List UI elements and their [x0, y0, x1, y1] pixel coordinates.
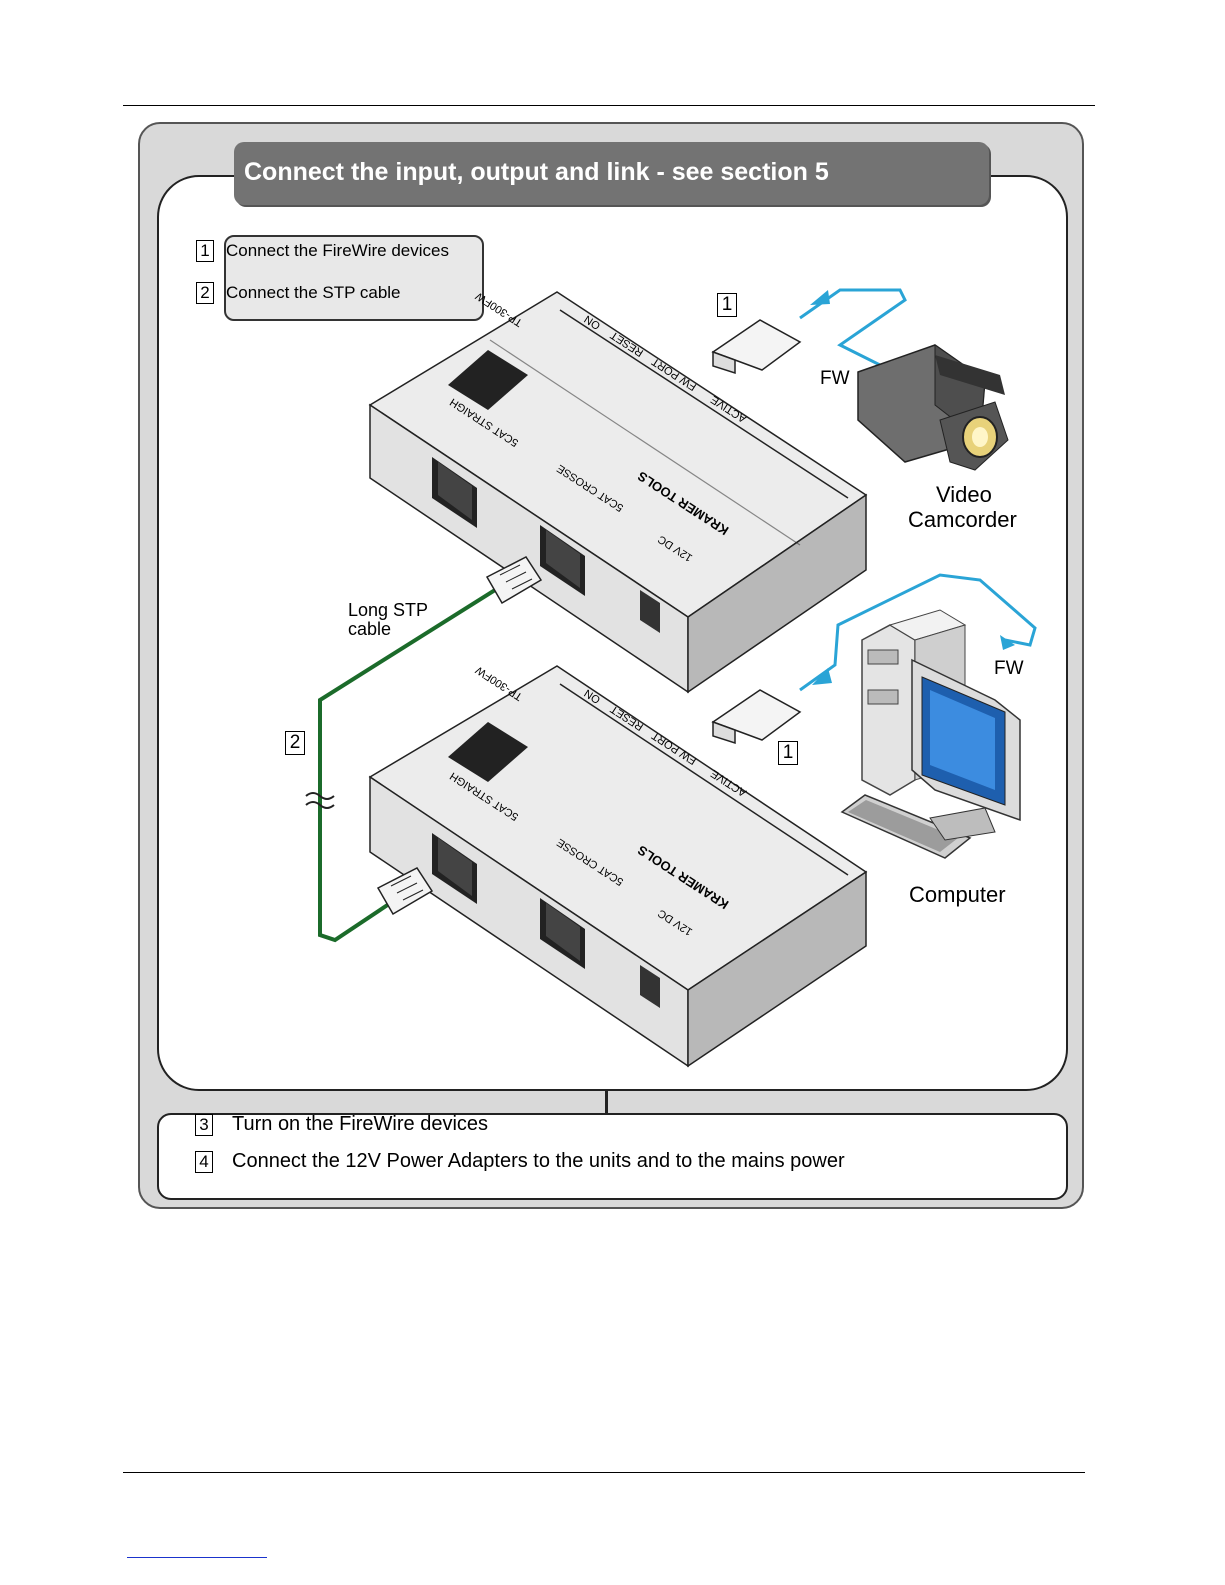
section-title: Connect the input, output and link - see… — [234, 142, 989, 205]
footer-rule — [123, 1472, 1085, 1473]
callout-step2-cable: 2 — [285, 731, 305, 755]
step-number: 4 — [195, 1150, 213, 1173]
step-text: Turn on the FireWire devices — [232, 1113, 489, 1135]
callout-step1-bottom: 1 — [778, 741, 798, 765]
cable-label-line1: Long STP — [348, 600, 429, 620]
steps-box-top — [224, 235, 484, 321]
step-number: 1 — [196, 240, 214, 262]
camcorder-label-line2: Camcorder — [908, 507, 1017, 532]
stp-cable — [305, 556, 543, 943]
header-rule — [123, 105, 1095, 106]
step-4: 4 Connect the 12V Power Adapters to the … — [195, 1150, 845, 1173]
firewire-cable-top — [711, 288, 907, 375]
panel-connector — [605, 1089, 608, 1114]
top-transmitter-unit — [368, 291, 868, 694]
bottom-receiver-unit — [368, 665, 868, 1068]
step-number: 2 — [196, 282, 214, 304]
computer-label: Computer — [909, 882, 1006, 907]
step-3: 3 Turn on the FireWire devices — [195, 1113, 488, 1136]
camcorder-icon — [857, 344, 1009, 471]
step-text: Connect the 12V Power Adapters to the un… — [232, 1150, 845, 1172]
firewire-cable-bottom — [711, 573, 1037, 745]
computer-icon — [840, 609, 1021, 859]
step-1: 1 Connect the FireWire devices — [196, 240, 449, 262]
fw-label-bottom: FW — [994, 658, 1024, 679]
step-number: 3 — [195, 1113, 213, 1136]
callout-step1-top: 1 — [717, 293, 737, 317]
camcorder-label-line1: Video — [936, 482, 992, 507]
step-text: Connect the FireWire devices — [226, 241, 449, 260]
footer-link-underline — [127, 1557, 267, 1558]
step-text: Connect the STP cable — [226, 283, 401, 302]
step-2: 2 Connect the STP cable — [196, 282, 401, 304]
fw-label-top: FW — [820, 368, 850, 389]
cable-label-line2: cable — [348, 619, 392, 639]
steps-box-bottom — [157, 1113, 1068, 1200]
